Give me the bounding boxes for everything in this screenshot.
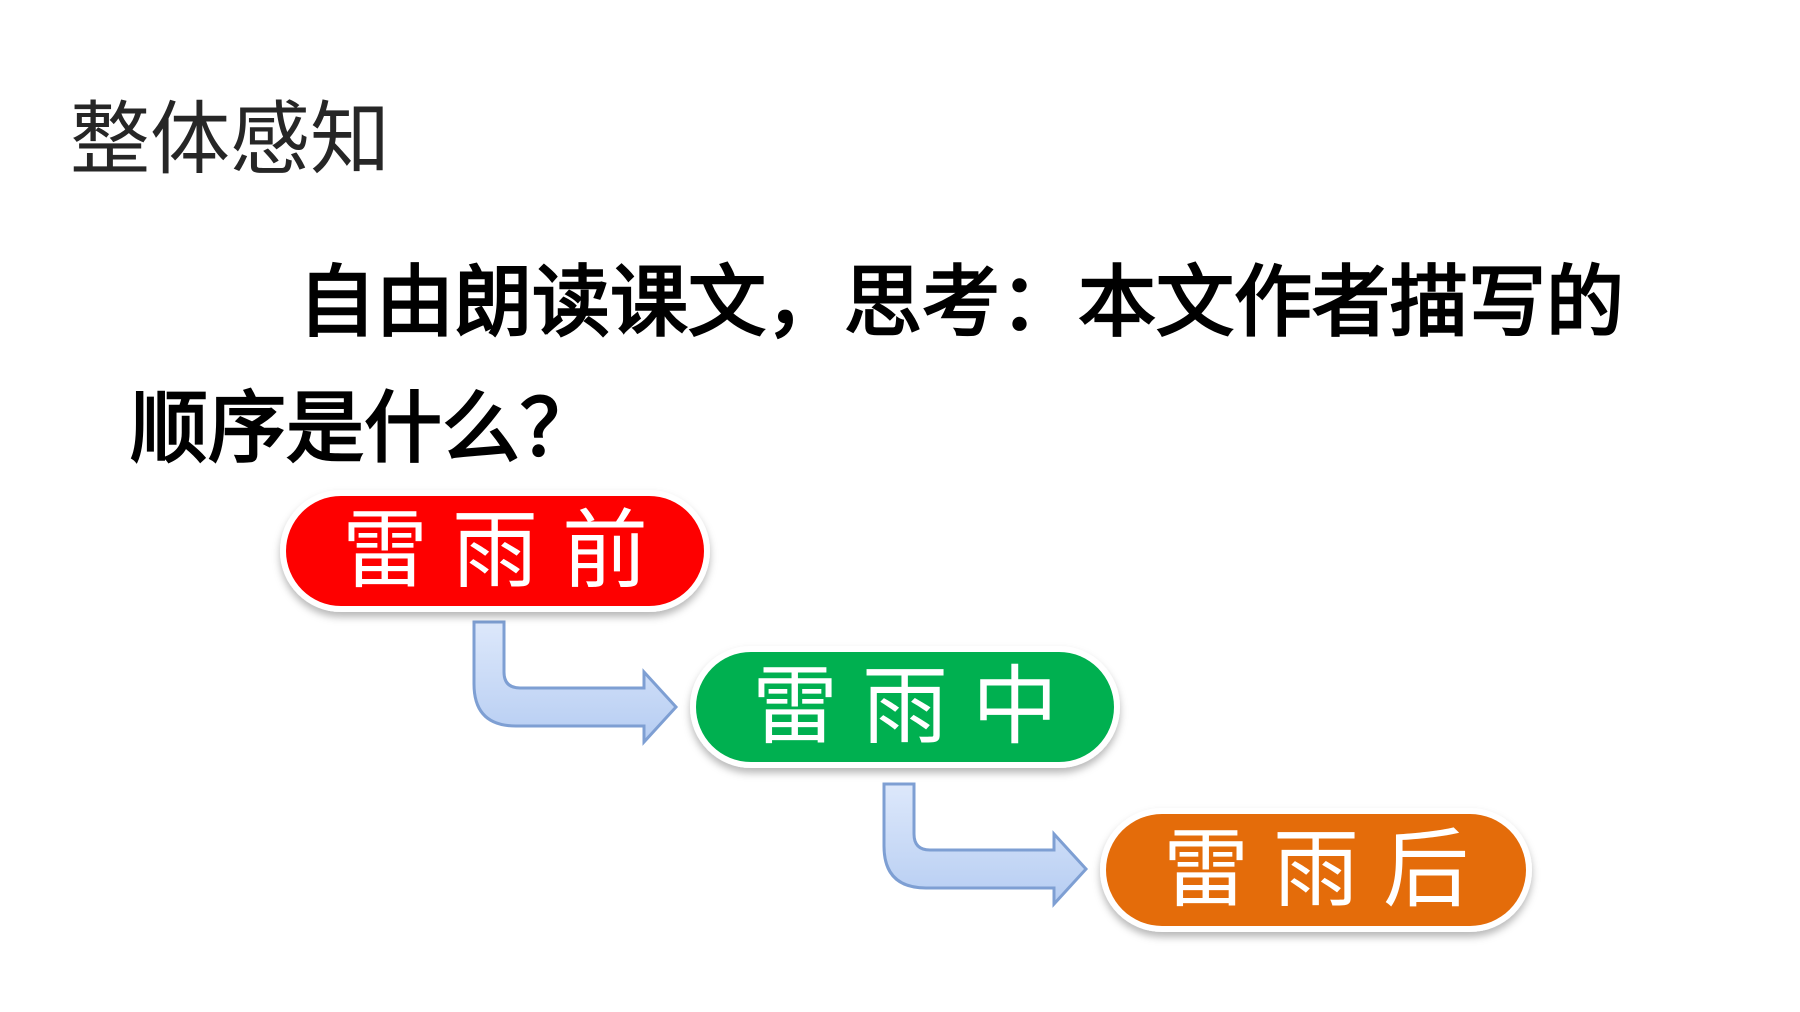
step-label-1: 雷雨前 [342,501,672,601]
step-pill-fill-3 [1106,814,1526,926]
connector-arrow-2 [882,782,1089,908]
slide-heading: 整体感知 [70,93,390,186]
question-text: 自由朗读课文，思考：本文作者描写的顺序是什么？ [130,258,1625,474]
step-before-rain: 雷雨前 [280,490,710,612]
step-label-2: 雷雨中 [752,657,1082,757]
step-after-rain: 雷雨后 [1100,808,1532,932]
step-pill-fill-1 [286,496,704,606]
connector-arrow-1 [472,620,679,746]
step-during-rain: 雷雨中 [690,646,1120,768]
step-label-3: 雷雨后 [1163,820,1493,920]
step-pill-fill-2 [696,652,1114,762]
